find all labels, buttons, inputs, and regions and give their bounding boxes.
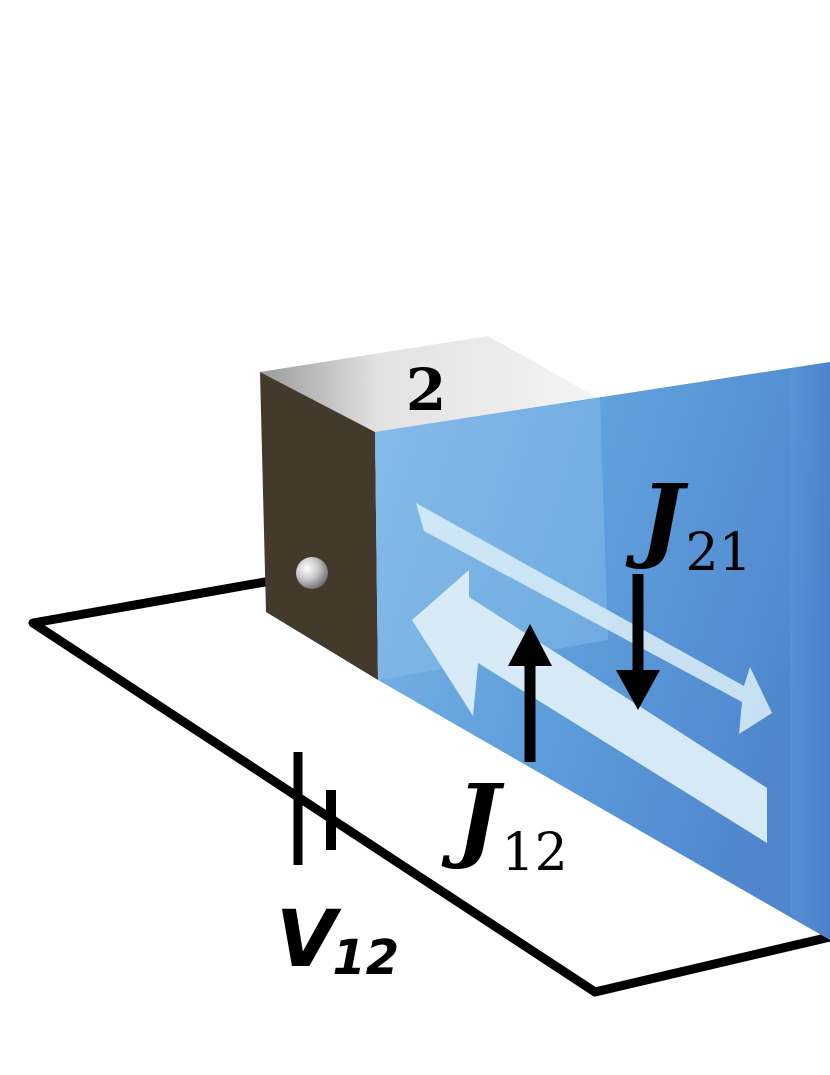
arrow-down-icon xyxy=(616,574,660,710)
current-12-symbol: J xyxy=(441,764,505,872)
forward-flow-arrow xyxy=(416,503,772,734)
current-12-subscript: 12 xyxy=(502,823,568,883)
arrow-up-icon xyxy=(508,624,552,762)
backward-flow-arrow xyxy=(412,570,767,843)
circuit-wire xyxy=(28,569,830,997)
voltage-subscript: 12 xyxy=(332,930,399,986)
current-12-label: J12 xyxy=(441,764,568,883)
terminal-label: 2 xyxy=(406,356,446,424)
channel-right-shade xyxy=(790,362,830,940)
current-21-label: J21 xyxy=(625,464,752,583)
current-21-subscript: 21 xyxy=(686,523,752,583)
voltage-label: V12 xyxy=(276,895,399,986)
contact-ball-icon xyxy=(296,557,328,589)
voltage-symbol: V xyxy=(276,895,342,985)
terminal-block-front xyxy=(260,372,378,680)
terminal-block: 2 xyxy=(260,336,598,680)
terminal-block-top xyxy=(260,336,598,432)
battery-icon xyxy=(286,752,375,865)
